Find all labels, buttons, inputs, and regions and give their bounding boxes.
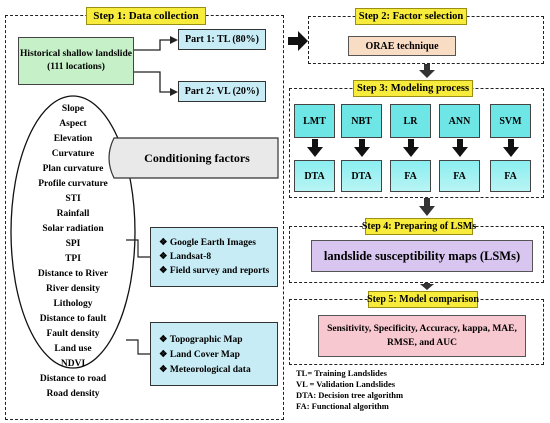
step4-title: Step 4: Preparing of LSMs [362,218,476,235]
factor-item: SPI [65,239,81,249]
model-box-nbt: NBT [341,104,382,138]
source-item: ❖ Google Earth Images [159,238,256,248]
factor-item: Profile curvature [38,179,108,189]
factor-item: Distance to fault [39,314,107,324]
orae-box: ORAE technique [348,36,456,56]
factor-item: Aspect [59,119,87,129]
factor-item: Distance to River [37,269,109,279]
factor-item: Slope [61,104,85,114]
model-arrow-icon [307,139,323,157]
conditioning-factors-label: Conditioning factors [144,150,250,165]
part2-box: Part 2: VL (20%) [178,81,266,102]
source-item: ❖ Field survey and reports [159,266,270,276]
model-box-ann: ANN [439,104,480,138]
lsm-label: landslide susceptibility maps (LSMs) [323,248,521,263]
arrow-step2-to-step3 [419,64,435,78]
factor-item: Land use [54,344,92,354]
model-box-lmt: LMT [294,104,335,138]
legend-item: VL = Validation Landslides [296,379,396,389]
model-type-box: DTA [294,160,335,192]
comparison-line1: Sensitivity, Specificity, Accuracy, kapp… [327,324,517,334]
arrow-step3-to-step4 [419,198,435,216]
legend-item: TL= Training Landslides [296,368,387,378]
model-box-lr: LR [390,104,431,138]
model-type-box: DTA [341,160,382,192]
sources-box-1: ❖ Google Earth Images ❖ Landsat-8 ❖ Fiel… [150,227,278,287]
factor-item: NDVI [60,359,86,369]
factor-item: Plan curvature [42,164,104,174]
source-item: ❖ Topographic Map [159,335,243,345]
model-arrow-icon [503,139,519,157]
comparison-line2: RMSE, and AUC [387,338,457,348]
factor-item: Road density [46,389,100,399]
factor-item: Curvature [51,149,95,159]
factor-item: TPI [65,254,81,264]
arrow-step4-to-step5 [420,283,434,290]
model-type-box: FA [490,160,531,192]
factor-item: Elevation [53,134,93,144]
factor-item: Fault density [46,329,100,339]
step3-title: Step 3: Modeling process [353,80,473,97]
landslide-inventory-box: Historical shallow landslide (111 locati… [18,37,134,85]
step5-title: Step 5: Model comparison [367,291,479,308]
source-item: ❖ Meteorological data [159,365,251,375]
step1-title: Step 1: Data collection [86,7,206,25]
factor-item: Lithology [53,299,93,309]
model-arrow-icon [403,139,419,157]
source-item: ❖ Landsat-8 [159,252,212,262]
factors-list: Slope Aspect Elevation Curvature Plan cu… [18,102,128,399]
model-type-box: FA [439,160,480,192]
factor-item: Rainfall [56,209,90,219]
landslide-inventory-line1: Historical shallow landslide [20,49,132,59]
part2-label: Part 2: VL (20%) [184,86,260,97]
legend: TL= Training Landslides VL = Validation … [296,368,496,412]
factor-item: STI [65,194,81,204]
sources-box-2: ❖ Topographic Map ❖ Land Cover Map ❖ Met… [150,322,278,386]
part1-box: Part 1: TL (80%) [178,29,266,50]
legend-item: DTA: Decision tree algorithm [296,390,404,400]
orae-label: ORAE technique [365,40,439,52]
factor-item: Distance to road [39,374,107,384]
factor-item: Solar radiation [42,224,104,234]
factor-item: River density [46,284,100,294]
lsm-box: landslide susceptibility maps (LSMs) [311,240,533,272]
model-type-box: FA [390,160,431,192]
model-arrow-icon [452,139,468,157]
part1-label: Part 1: TL (80%) [185,34,259,45]
legend-item: FA: Functional algorithm [296,401,389,411]
step2-title: Step 2: Factor selection [355,8,467,25]
model-box-svm: SVM [490,104,531,138]
source-item: ❖ Land Cover Map [159,350,240,360]
comparison-box: Sensitivity, Specificity, Accuracy, kapp… [318,315,526,357]
landslide-inventory-line2: (111 locations) [47,62,105,72]
model-arrow-icon [354,139,370,157]
arrow-step1-to-step2 [288,31,308,51]
